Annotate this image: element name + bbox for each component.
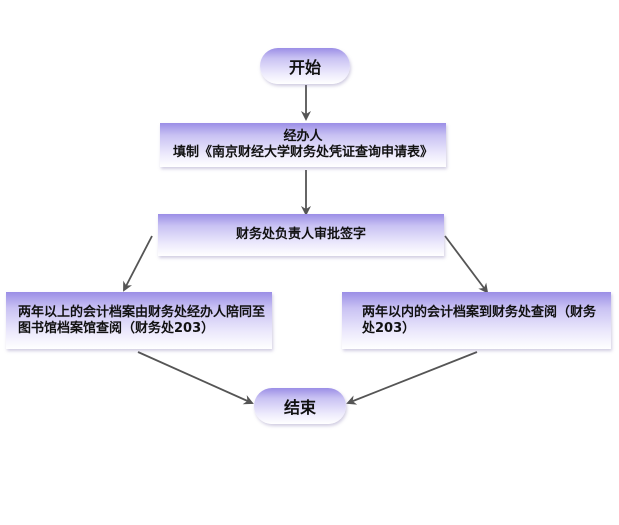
- start-node: 开始: [260, 48, 350, 84]
- right-branch-node: 两年以内的会计档案到财务处查阅（财务处203）: [342, 292, 611, 349]
- arrow-approval-to-right-branch: [444, 235, 489, 294]
- applicant-step-line2: 填制《南京财经大学财务处凭证查询申请表》: [172, 145, 433, 160]
- approval-step-label: 财务处负责人审批签字: [235, 227, 366, 242]
- arrow-approval-to-left-branch: [123, 235, 153, 292]
- arrow-right-branch-to-end: [346, 351, 478, 405]
- end-node: 结束: [254, 388, 346, 424]
- left-branch-node: 两年以上的会计档案由财务处经办人陪同至图书馆档案馆查阅（财务处203）: [6, 292, 272, 349]
- right-branch-label: 两年以内的会计档案到财务处查阅（财务处203）: [362, 304, 597, 336]
- start-label: 开始: [288, 58, 321, 77]
- applicant-step-node: 经办人 填制《南京财经大学财务处凭证查询申请表》: [160, 123, 446, 167]
- end-label: 结束: [283, 398, 316, 417]
- left-branch-label: 两年以上的会计档案由财务处经办人陪同至图书馆档案馆查阅（财务处203）: [18, 304, 266, 336]
- arrow-left-branch-to-end: [137, 351, 254, 405]
- applicant-step-line1: 经办人: [283, 129, 323, 144]
- approval-step-node: 财务处负责人审批签字: [158, 214, 444, 256]
